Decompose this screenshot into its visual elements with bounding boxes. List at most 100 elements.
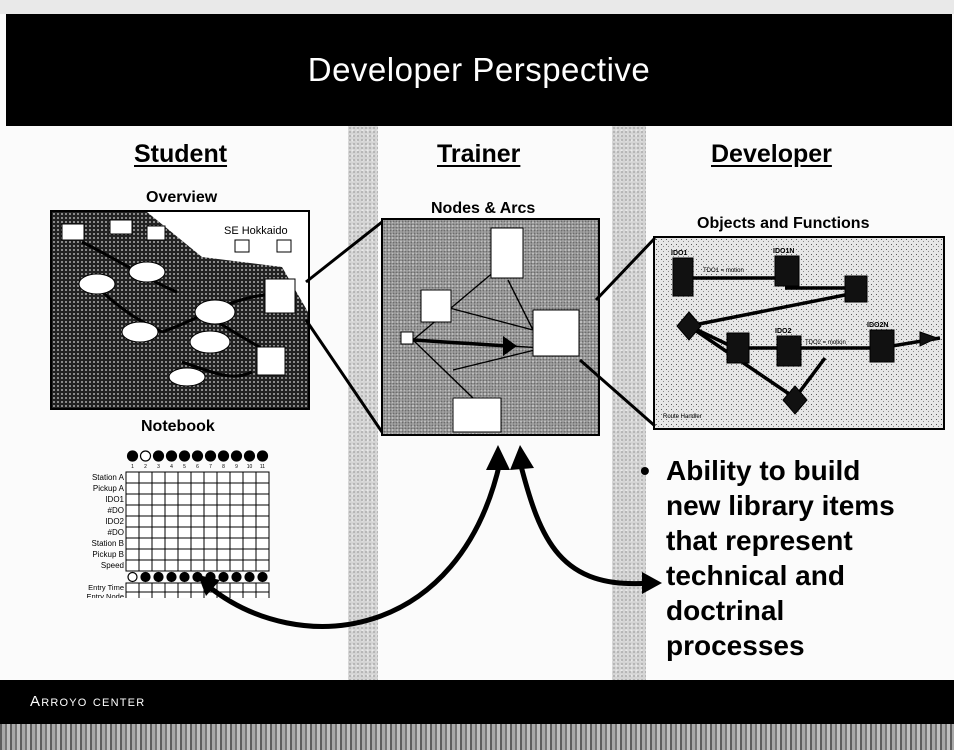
bullet-line-3: that represent <box>666 525 853 556</box>
notebook-bottom-dot <box>218 571 229 583</box>
notebook-top-dot <box>204 450 217 462</box>
notebook-row-label: IDO2 <box>105 517 124 526</box>
notebook-cell <box>177 515 192 528</box>
trainer-heading: Trainer <box>437 140 521 168</box>
notebook-cell <box>125 537 140 550</box>
bullet-text: • Ability to build new library items tha… <box>640 453 948 663</box>
notebook-bottom-dot <box>140 571 151 583</box>
notebook-cell <box>190 471 205 484</box>
notebook-cell <box>255 493 270 506</box>
notebook-lower-cell <box>164 582 179 593</box>
notebook-cell <box>177 504 192 517</box>
notebook-top-dot <box>178 450 191 462</box>
notebook-lower-cell <box>125 591 140 602</box>
notebook-cell <box>216 471 231 484</box>
notebook-cell <box>125 471 140 484</box>
notebook-bottom-dot <box>127 571 138 583</box>
notebook-cell <box>190 482 205 495</box>
notebook-row-label: Speed <box>101 561 124 570</box>
notebook-cell <box>203 537 218 550</box>
notebook-cell <box>138 548 153 561</box>
bullet-line-5: doctrinal <box>666 595 785 626</box>
notebook-cell <box>125 504 140 517</box>
notebook-cell <box>190 526 205 539</box>
notebook-col-number: 7 <box>209 464 212 470</box>
notebook-col-number: 4 <box>170 464 173 470</box>
notebook-cell <box>151 548 166 561</box>
notebook-cell <box>151 559 166 572</box>
notebook-row-label: #DO <box>108 528 124 537</box>
notebook-cell <box>177 482 192 495</box>
notebook-cell <box>229 559 244 572</box>
notebook-top-dot <box>243 450 256 462</box>
notebook-cell <box>255 482 270 495</box>
notebook-cell <box>125 526 140 539</box>
dev-node-1: IDO1 <box>671 250 687 257</box>
notebook-row-label: Station A <box>92 473 125 482</box>
notebook-cell <box>125 548 140 561</box>
notebook-bottom-dot <box>257 571 268 583</box>
notebook-lower-cell <box>177 591 192 602</box>
student-heading: Student <box>134 140 228 168</box>
notebook-cell <box>242 548 257 561</box>
notebook-lower-cell <box>229 582 244 593</box>
notebook-cell <box>164 493 179 506</box>
notebook-lower-cell <box>203 591 218 602</box>
notebook-cell <box>255 559 270 572</box>
nodes-arcs-label: Nodes & Arcs <box>431 200 536 217</box>
notebook-lower-cell <box>216 582 231 593</box>
notebook-cell <box>151 493 166 506</box>
overview-map-title: SE Hokkaido <box>224 225 288 237</box>
notebook-cell <box>203 548 218 561</box>
notebook-cell <box>177 493 192 506</box>
notebook-bottom-dot <box>192 571 203 583</box>
notebook-cell <box>216 537 231 550</box>
notebook-bottom-dot <box>205 571 216 583</box>
notebook-cell <box>203 482 218 495</box>
notebook-cell <box>229 493 244 506</box>
objects-functions-panel: IDO1 IDO1N IDO2 IDO2N TDO1 = motion TDO2… <box>653 236 945 430</box>
slide-title: Developer Perspective <box>307 51 651 88</box>
notebook-row-label: IDO1 <box>105 495 124 504</box>
notebook-cell <box>164 548 179 561</box>
notebook-top-dot <box>152 450 165 462</box>
notebook-cell <box>216 526 231 539</box>
title-bar: Developer Perspective <box>6 14 952 126</box>
notebook-row-label: Pickup A <box>93 484 125 493</box>
notebook-cell <box>229 548 244 561</box>
dev-arc-2: TDO2 = motion <box>805 340 846 346</box>
notebook-lower-cell <box>242 582 257 593</box>
notebook-cell <box>242 515 257 528</box>
notebook-top-dot <box>230 450 243 462</box>
notebook-cell <box>203 493 218 506</box>
footer-org: Arroyo center <box>30 693 146 710</box>
notebook-lower-cell <box>138 591 153 602</box>
notebook-cell <box>151 537 166 550</box>
notebook-row-label: #DO <box>108 506 124 515</box>
notebook-cell <box>242 471 257 484</box>
notebook-cell <box>138 559 153 572</box>
notebook-cell <box>151 482 166 495</box>
notebook-cell <box>125 482 140 495</box>
dev-node-3: IDO2 <box>775 328 791 335</box>
bullet-dot: • <box>640 455 650 486</box>
notebook-lower-cell <box>164 591 179 602</box>
notebook-cell <box>216 515 231 528</box>
notebook-lower-cell <box>190 582 205 593</box>
notebook-cell <box>125 515 140 528</box>
notebook-cell <box>151 526 166 539</box>
notebook-col-number: 8 <box>222 464 225 470</box>
overview-map-graphic: SE Hokkaido <box>52 212 308 408</box>
notebook-bottom-dot <box>179 571 190 583</box>
overview-label: Overview <box>146 189 218 206</box>
notebook-cell <box>255 537 270 550</box>
notebook-cell <box>190 537 205 550</box>
notebook-lower-cell <box>177 582 192 593</box>
column-divider-1 <box>348 126 378 681</box>
notebook-lower-cell <box>229 591 244 602</box>
notebook-lower-cell <box>151 591 166 602</box>
notebook-lower-cell <box>255 591 270 602</box>
notebook-cell <box>203 526 218 539</box>
